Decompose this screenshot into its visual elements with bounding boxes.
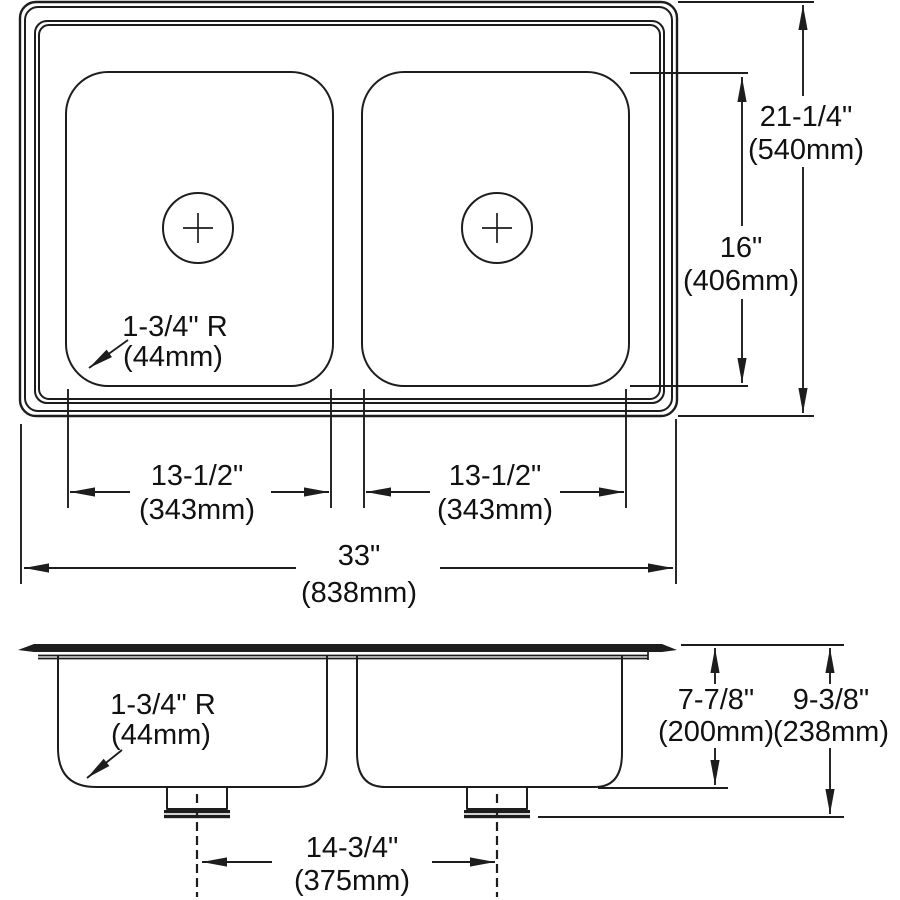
dim-text-778-metric: (200mm) — [658, 716, 774, 748]
plan-radius-callout-metric: (44mm) — [123, 341, 223, 373]
plan-radius-callout-imperial: 1-3/4" R — [122, 311, 227, 343]
plan-inner-rim-line-inner — [38, 24, 661, 400]
section-rim-bar — [18, 644, 677, 652]
plan-outer-rim-line-outer — [18, 0, 679, 418]
dim-text-33-imperial: 33" — [338, 540, 381, 572]
dim-text-2114-imperial: 21-1/4" — [760, 101, 853, 133]
section-left-bowl-profile — [57, 655, 328, 788]
dim-text-right-bowl-imperial: 13-1/2" — [449, 460, 542, 492]
dim-text-left-bowl-metric: (343mm) — [139, 494, 255, 526]
plan-view: 1-3/4" R (44mm) — [18, 0, 679, 418]
plan-left-bowl — [65, 71, 334, 387]
dim-text-778-imperial: 7-7/8" — [678, 684, 754, 716]
section-radius-callout-metric: (44mm) — [111, 719, 211, 751]
dim-text-1434-imperial: 14-3/4" — [306, 832, 399, 864]
dim-text-16-metric: (406mm) — [683, 265, 799, 297]
section-view: 1-3/4" R (44mm) — [18, 644, 677, 897]
section-right-bowl-profile — [356, 655, 623, 788]
left-drain-circle — [162, 192, 234, 264]
dim-text-33-metric: (838mm) — [301, 577, 417, 609]
dim-text-1434-metric: (375mm) — [294, 865, 410, 897]
dim-text-938-imperial: 9-3/8" — [793, 684, 869, 716]
section-dimensions: 7-7/8" (200mm) 9-3/8" (238mm) 14-3/4" (3… — [202, 644, 889, 897]
plan-right-bowl — [361, 71, 630, 387]
dim-text-16-imperial: 16" — [720, 232, 763, 264]
dim-text-left-bowl-imperial: 13-1/2" — [151, 460, 244, 492]
plan-dimensions: 16" (406mm) 21-1/4" (540mm) 13-1/2" (343… — [20, 1, 864, 609]
dim-text-right-bowl-metric: (343mm) — [437, 494, 553, 526]
plan-outer-rim-line-inner — [24, 6, 673, 412]
dim-text-2114-metric: (540mm) — [748, 134, 864, 166]
plan-inner-rim-line-outer — [34, 20, 665, 404]
section-radius-leader-arrow — [86, 749, 123, 779]
section-radius-callout-imperial: 1-3/4" R — [110, 689, 215, 721]
right-drain-circle — [461, 192, 533, 264]
dim-text-938-metric: (238mm) — [773, 716, 889, 748]
plan-radius-leader-arrow — [88, 339, 129, 369]
